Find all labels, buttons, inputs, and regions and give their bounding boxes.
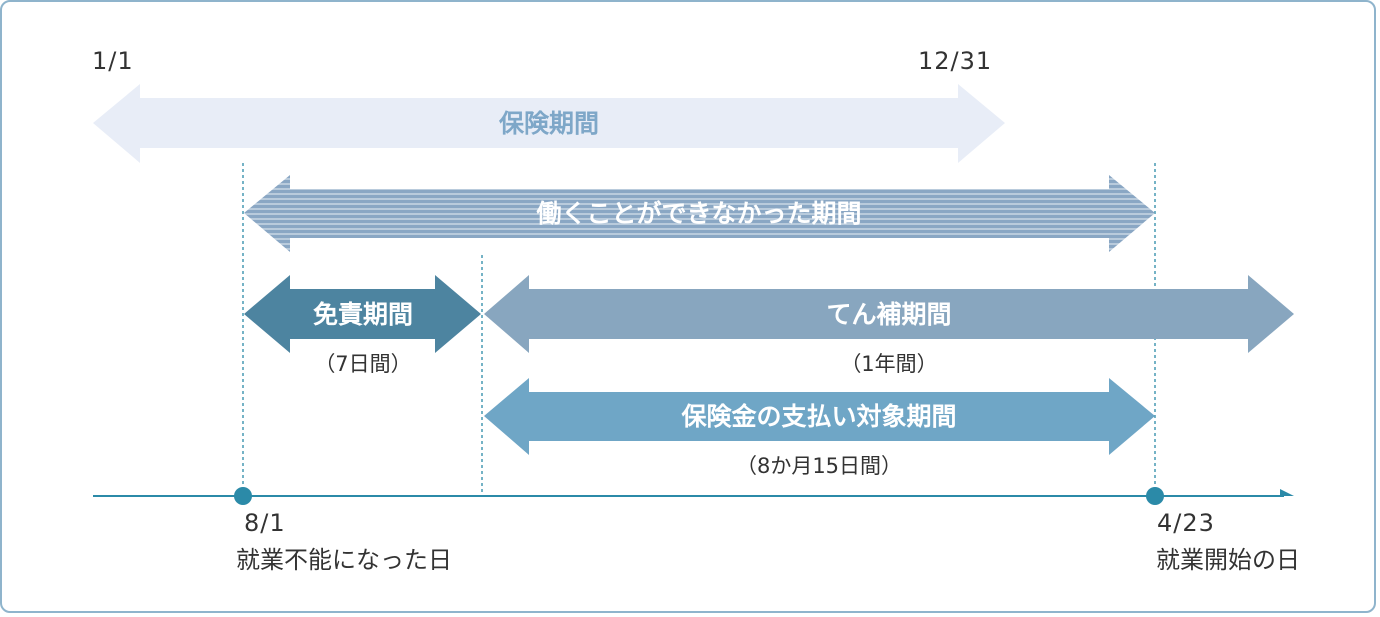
timeline-start-date: 8/1 [244, 509, 286, 537]
exemption-period-label: 免責期間 [313, 300, 413, 329]
coverage-period-label: てん補期間 [826, 300, 951, 329]
timeline-end-date: 4/23 [1157, 509, 1215, 537]
timeline-start-caption: 就業不能になった日 [236, 546, 452, 574]
timeline-arrowhead [1280, 489, 1294, 496]
payment-duration: （8か月15日間） [736, 454, 902, 478]
insurance-end-date: 12/31 [918, 47, 992, 75]
timeline-end-marker [1146, 487, 1164, 505]
insurance-period-arrow [93, 84, 1005, 163]
unable-to-work-period-arrow [244, 175, 1155, 252]
coverage-duration: （1年間） [840, 352, 937, 376]
unable-to-work-period-label: 働くことができなかった期間 [535, 199, 861, 228]
payment-period-label: 保険金の支払い対象期間 [680, 402, 956, 431]
payment-period-arrow [484, 378, 1155, 455]
insurance-period-label: 保険期間 [498, 109, 599, 138]
coverage-period-arrow [484, 275, 1294, 353]
exemption-period-arrow [244, 275, 481, 353]
timeline-end-caption: 就業開始の日 [1156, 546, 1300, 574]
insurance-start-date: 1/1 [92, 47, 134, 75]
timeline-start-marker [234, 487, 252, 505]
exemption-duration: （7日間） [314, 352, 411, 376]
